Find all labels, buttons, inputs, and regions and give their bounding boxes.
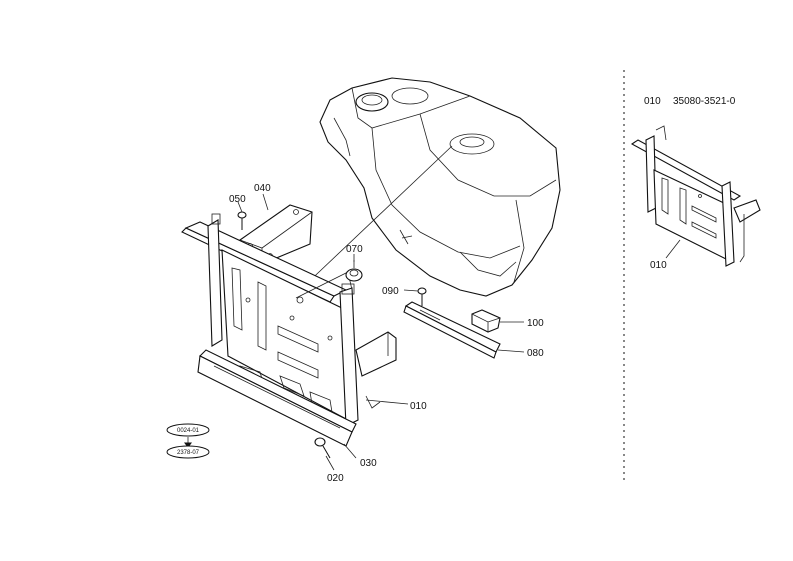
strip-080 (403, 301, 501, 359)
fuel-tank (319, 77, 561, 297)
leader-lines (237, 193, 681, 471)
pad-100 (471, 309, 501, 333)
callout-040: 040 (254, 183, 271, 194)
bolt-090 (417, 287, 427, 306)
inset-position-label: 010 (644, 96, 661, 107)
assembly-leader-line (299, 145, 453, 291)
reference-code-2: 2378-07 (177, 450, 200, 456)
inset-callout-010: 010 (650, 260, 667, 271)
bolt-050 (237, 211, 247, 230)
grommet-070 (345, 260, 363, 282)
main-frame-010 (181, 213, 397, 447)
bolt-020 (314, 437, 331, 459)
reference-badge-1: 0024-01 (166, 423, 210, 437)
reference-badge-2: 2378-07 (166, 445, 210, 459)
callout-020: 020 (327, 473, 344, 484)
inset-frame-drawing (630, 125, 761, 267)
callout-090: 090 (382, 286, 399, 297)
reference-arrow (184, 442, 192, 448)
callout-100: 100 (527, 318, 544, 329)
callout-010: 010 (410, 401, 427, 412)
callout-050: 050 (229, 194, 246, 205)
inset-part-number: 35080-3521-0 (673, 96, 736, 107)
callout-080: 080 (527, 348, 544, 359)
callout-070: 070 (346, 244, 363, 255)
reference-code-1: 0024-01 (177, 428, 200, 434)
callout-030: 030 (360, 458, 377, 469)
